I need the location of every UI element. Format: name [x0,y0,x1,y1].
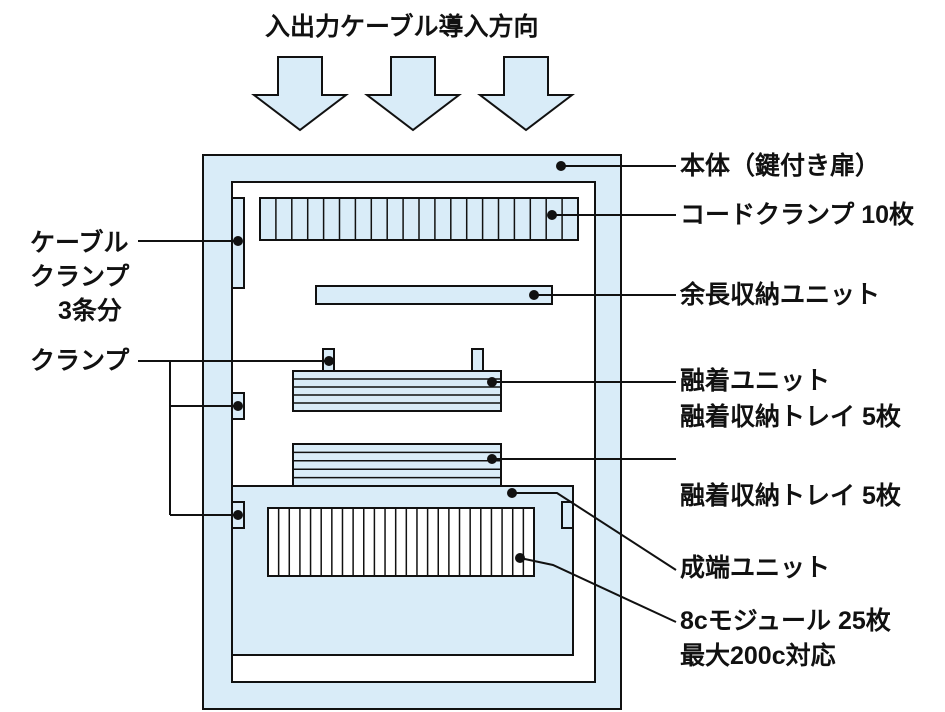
label-module-line2: 最大200c対応 [680,642,836,670]
termination-side-tab [561,501,574,529]
cord-clamp-block [259,197,579,241]
fusion-unit-tab-right [471,348,484,372]
leader-lines [138,161,677,623]
body-dot [556,161,566,171]
label-fusion-unit-line1: 融着ユニット [680,367,831,395]
label-fusion-unit-line2: 融着収納トレイ 5枚 [680,403,901,431]
slack-storage-unit [315,285,553,305]
label-storage-unit: 余長収納ユニット [680,281,881,309]
label-termination-unit: 成端ユニット [680,554,831,582]
label-cord-clamp: コードクランプ 10枚 [680,201,915,229]
module-block [267,507,535,577]
label-cable-clamp-line2: クランプ [30,263,130,291]
entry-arrow-3 [477,56,575,132]
label-clamp: クランプ [30,347,130,375]
heading-cable-entry: 入出力ケーブル導入方向 [265,13,539,41]
entry-arrow-1 [251,56,349,132]
fusion-unit [292,348,502,412]
label-body: 本体（鍵付き扉） [680,152,881,180]
fusion-tray-stack [292,443,502,487]
label-cable-clamp-line3: 3条分 [58,297,122,325]
entry-arrow-2 [364,56,462,132]
label-fusion-tray: 融着収納トレイ 5枚 [680,482,901,510]
label-cable-clamp-line1: ケーブル [30,229,129,257]
label-module-line1: 8cモジュール 25枚 [680,607,891,635]
cable-entry-arrows [251,56,575,132]
